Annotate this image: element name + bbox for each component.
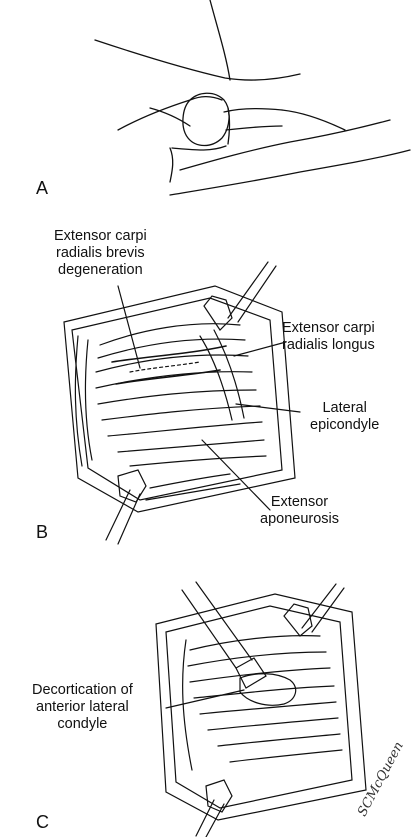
label-lateral-epicondyle: Lateral epicondyle — [310, 400, 380, 433]
label-ecrl: Extensor carpi radialis longus — [282, 320, 375, 353]
panel-letter-c: C — [36, 812, 49, 832]
panel-letter-a: A — [36, 178, 49, 198]
panel-letter-b: B — [36, 522, 49, 542]
label-ecrb-degeneration: Extensor carpi radialis brevis degenerat… — [54, 228, 147, 278]
label-decortication: Decortication of anterior lateral condyl… — [32, 682, 133, 732]
label-extensor-aponeurosis: Extensor aponeurosis — [260, 494, 339, 527]
